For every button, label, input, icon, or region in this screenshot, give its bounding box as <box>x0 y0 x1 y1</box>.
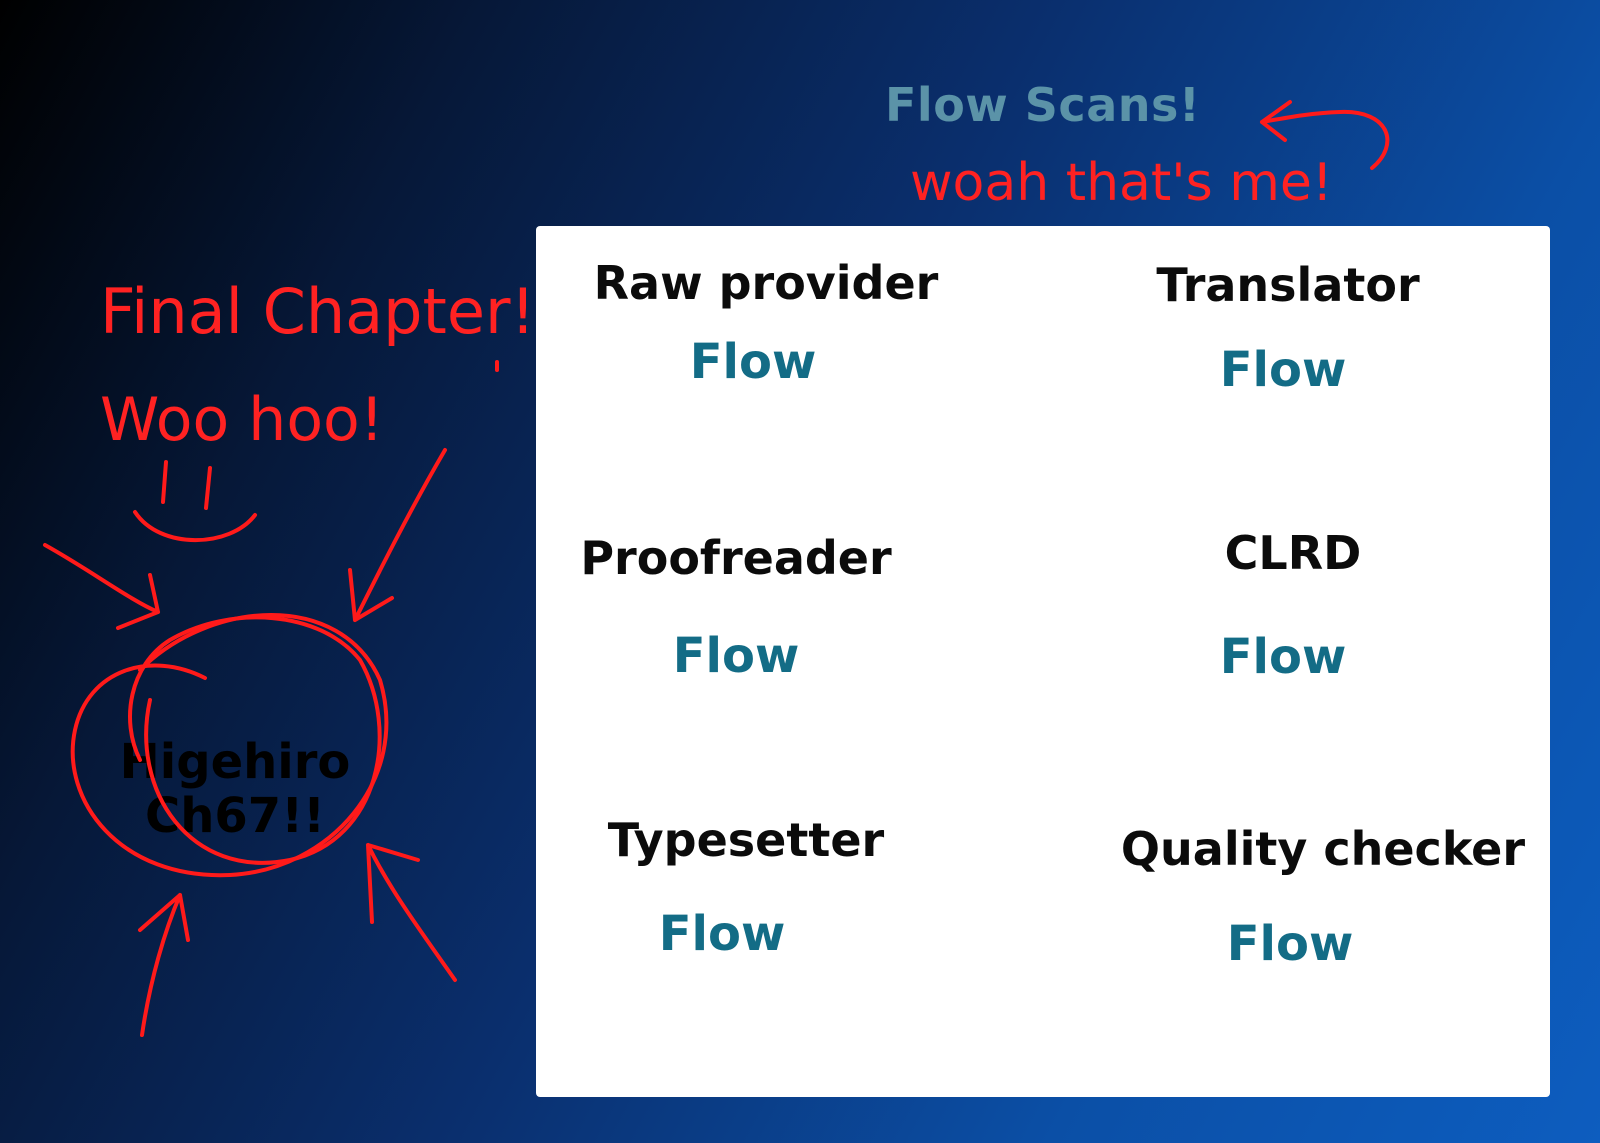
arrow-upper-left-icon <box>43 543 160 630</box>
credit-role-clrd: CLRD <box>1224 526 1362 580</box>
smiley-mouth <box>133 510 257 542</box>
credit-role-typesetter: Typesetter <box>607 813 885 867</box>
arrow-lower-right-icon <box>366 843 457 982</box>
final-chapter-note: Final Chapter! <box>100 275 535 348</box>
credit-name-clrd: Flow <box>1219 629 1347 685</box>
arrow-lower-left-icon <box>138 893 190 1037</box>
smiley-eye-right <box>204 466 212 510</box>
credit-name-typesetter: Flow <box>658 906 786 962</box>
curved-arrow-icon <box>1260 100 1390 170</box>
credit-name-raw-provider: Flow <box>689 334 817 390</box>
woo-hoo-note: Woo hoo! <box>100 385 384 455</box>
credit-role-proofreader: Proofreader <box>580 531 892 585</box>
credit-name-quality-checker: Flow <box>1226 916 1354 972</box>
circle-scribble-outer <box>70 613 389 878</box>
credit-role-raw-provider: Raw provider <box>593 256 939 310</box>
credit-role-quality-checker: Quality checker <box>1120 822 1526 876</box>
credit-name-proofreader: Flow <box>672 628 800 684</box>
credit-role-translator: Translator <box>1156 258 1420 312</box>
chapter-number: Ch67!! <box>145 788 325 844</box>
group-name: Flow Scans! <box>885 78 1201 132</box>
chapter-series: Higehiro <box>119 734 351 790</box>
self-note: woah that's me! <box>910 153 1333 213</box>
circle-scribble-inner <box>128 615 382 865</box>
credits-panel: Raw provider Flow Translator Flow Proofr… <box>536 226 1550 1097</box>
smiley-eye-left <box>161 460 168 504</box>
arrow-upper-right-icon <box>348 448 447 622</box>
chapter-label: Higehiro Ch67!! <box>100 735 370 843</box>
credit-name-translator: Flow <box>1219 342 1347 398</box>
